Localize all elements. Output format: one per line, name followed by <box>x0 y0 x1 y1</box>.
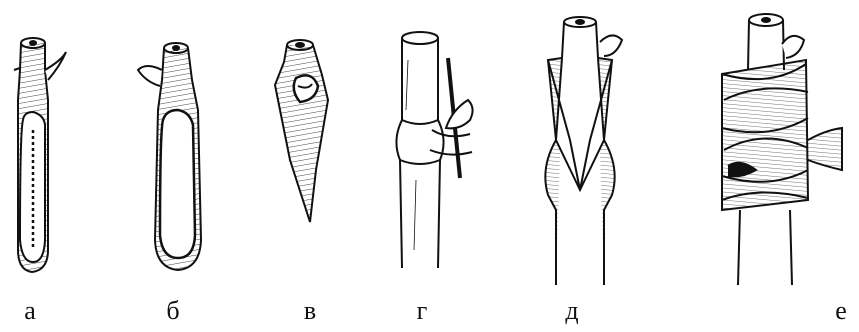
label-d: д <box>552 296 592 326</box>
label-e: е <box>821 296 859 326</box>
step-a-drawing <box>14 38 66 272</box>
label-b: б <box>153 296 193 326</box>
step-e-drawing <box>722 14 842 285</box>
step-d-drawing <box>545 17 622 285</box>
step-v-drawing <box>275 40 328 222</box>
step-g-drawing <box>396 32 472 268</box>
label-g: г <box>402 296 442 326</box>
step-b-drawing <box>138 43 201 270</box>
label-a: а <box>10 296 50 326</box>
label-v: в <box>290 296 330 326</box>
